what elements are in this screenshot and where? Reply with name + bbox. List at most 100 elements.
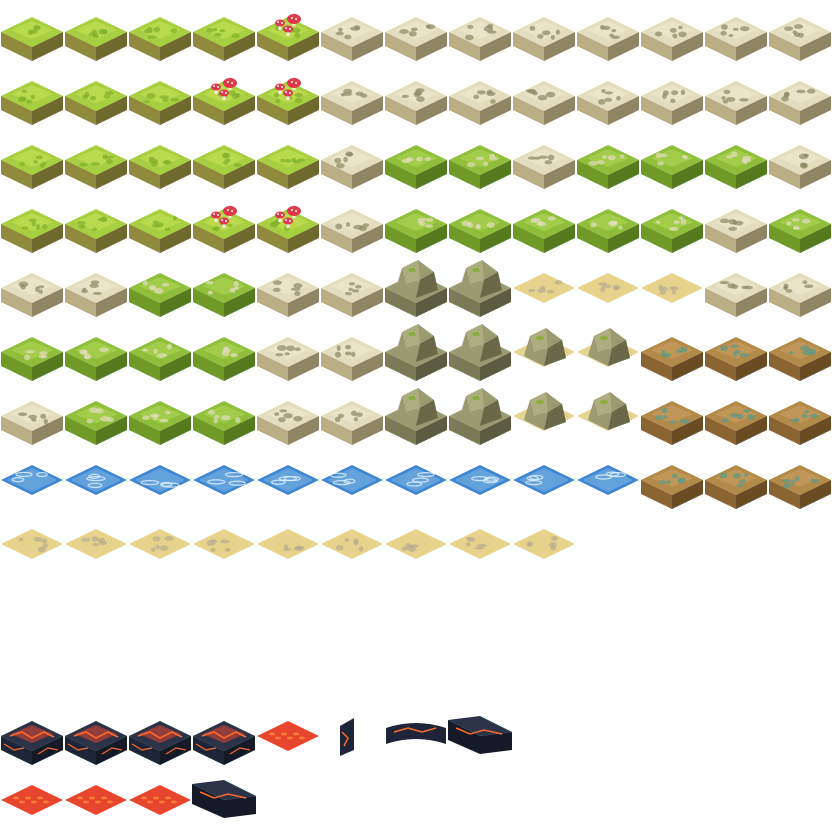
- tile-lava_ramp: [192, 780, 256, 818]
- tile-stone: [577, 17, 639, 61]
- tile-lava: [1, 721, 63, 765]
- tile-grass: [129, 145, 191, 189]
- tile-moss: [705, 145, 767, 189]
- tile-water: [449, 465, 511, 495]
- tile-stone: [65, 273, 127, 317]
- tile-dirt: [705, 401, 767, 445]
- tile-stone: [257, 337, 319, 381]
- tile-water: [321, 465, 383, 495]
- tile-stone: [769, 17, 831, 61]
- tile-lava_ramp: [448, 716, 512, 754]
- tile-grass: [1, 145, 63, 189]
- tile-stone: [321, 81, 383, 125]
- tile-grass: [65, 209, 127, 253]
- tile-dirt: [769, 401, 831, 445]
- tile-moss: [769, 209, 831, 253]
- tile-lava_flat: [65, 785, 127, 815]
- tile-grass: [257, 14, 319, 61]
- tile-stone: [577, 81, 639, 125]
- tile-dirt: [641, 465, 703, 509]
- tile-grass: [129, 81, 191, 125]
- tile-stone: [321, 337, 383, 381]
- tile-stone: [257, 273, 319, 317]
- tile-stone: [1, 273, 63, 317]
- tile-stone: [321, 401, 383, 445]
- tile-grass: [129, 209, 191, 253]
- tile-dirt: [705, 465, 767, 509]
- tile-moss: [641, 145, 703, 189]
- tile-stone: [705, 273, 767, 317]
- tile-stone: [321, 145, 383, 189]
- tile-grass: [65, 145, 127, 189]
- tile-water: [1, 465, 63, 495]
- tile-moss: [449, 145, 511, 189]
- tile-sand_rock: [577, 392, 639, 431]
- tile-grass: [193, 78, 255, 125]
- tile-sand_flat: [257, 529, 319, 559]
- tile-rock: [449, 388, 511, 445]
- tile-moss: [65, 401, 127, 445]
- tile-dirt: [769, 337, 831, 381]
- tile-moss: [193, 337, 255, 381]
- tile-grass: [1, 81, 63, 125]
- tile-sand_flat: [65, 529, 127, 559]
- tile-lava: [193, 721, 255, 765]
- tile-rock: [449, 260, 511, 317]
- tile-dirt: [705, 337, 767, 381]
- tile-grass: [1, 209, 63, 253]
- tile-rock: [385, 260, 447, 317]
- tile-water: [385, 465, 447, 495]
- tile-sand_flat: [513, 529, 575, 559]
- tile-grass: [193, 206, 255, 253]
- tile-moss: [129, 273, 191, 317]
- tile-sand_flat: [577, 273, 639, 303]
- tile-stone: [513, 17, 575, 61]
- tile-sand_rock: [513, 328, 575, 367]
- tile-grass: [257, 145, 319, 189]
- tile-lava_flat: [1, 785, 63, 815]
- tile-moss: [193, 401, 255, 445]
- tile-water: [513, 465, 575, 495]
- tile-dirt: [641, 337, 703, 381]
- tile-water: [129, 465, 191, 495]
- tile-moss: [129, 401, 191, 445]
- tile-moss: [513, 209, 575, 253]
- tile-moss: [65, 337, 127, 381]
- tile-stone: [769, 145, 831, 189]
- tile-grass: [65, 81, 127, 125]
- tile-stone: [641, 81, 703, 125]
- tile-moss: [1, 337, 63, 381]
- tile-water: [65, 465, 127, 495]
- tile-sand_flat: [513, 273, 575, 303]
- tile-sand_flat: [129, 529, 191, 559]
- tile-moss: [385, 145, 447, 189]
- tile-grass: [129, 17, 191, 61]
- tile-moss: [129, 337, 191, 381]
- tile-rock: [385, 324, 447, 381]
- tile-grass: [257, 206, 319, 253]
- tile-lava_piece: [340, 718, 354, 756]
- tile-lava: [65, 721, 127, 765]
- tile-sand_flat: [449, 529, 511, 559]
- tile-stone: [705, 81, 767, 125]
- tile-stone: [705, 209, 767, 253]
- tile-stone: [513, 145, 575, 189]
- tile-sand_rock: [513, 392, 575, 431]
- tile-stone: [321, 209, 383, 253]
- tile-sand_flat: [321, 529, 383, 559]
- tile-stone: [321, 273, 383, 317]
- tile-stone: [257, 401, 319, 445]
- tile-grass: [193, 17, 255, 61]
- tile-stone: [641, 17, 703, 61]
- tile-stone: [385, 17, 447, 61]
- tile-moss: [449, 209, 511, 253]
- tile-lava_flat: [257, 721, 319, 751]
- tile-stone: [513, 81, 575, 125]
- tile-lava_flat: [129, 785, 191, 815]
- tile-moss: [577, 145, 639, 189]
- tile-grass: [193, 145, 255, 189]
- tile-sand_flat: [385, 529, 447, 559]
- tile-stone: [449, 81, 511, 125]
- tile-sand_flat: [641, 273, 703, 303]
